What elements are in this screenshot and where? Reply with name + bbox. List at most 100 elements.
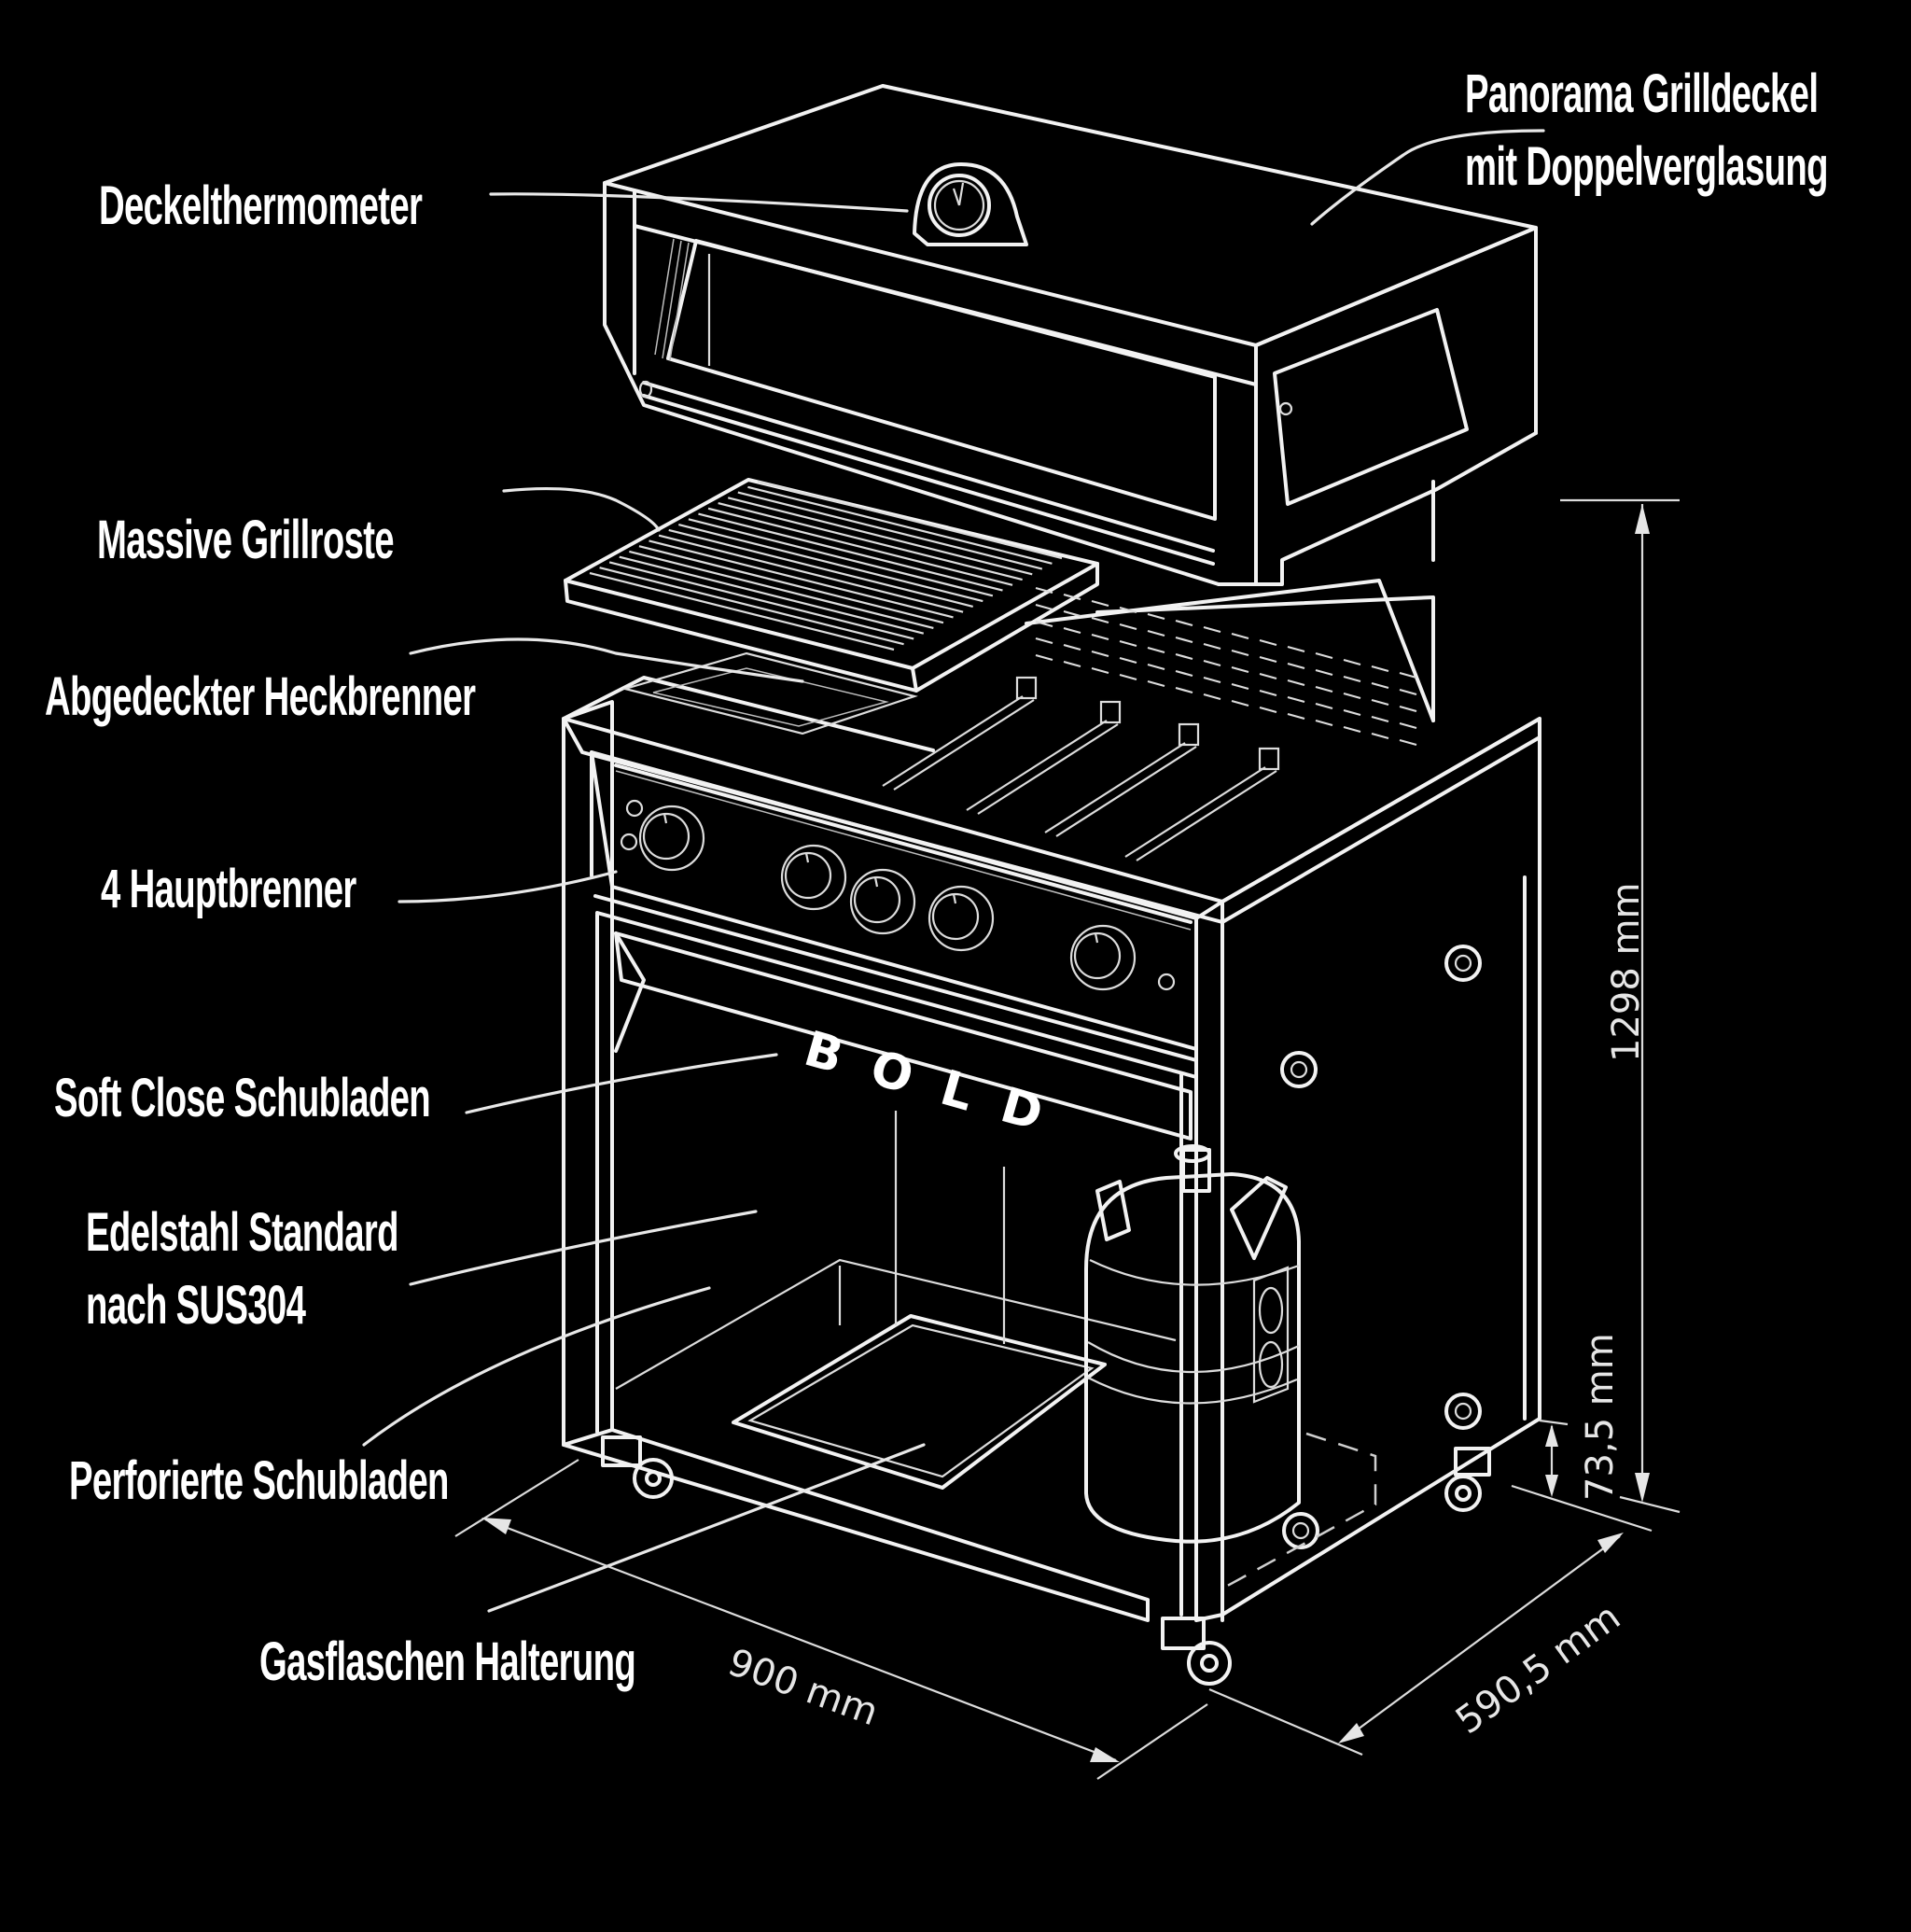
rear-slot xyxy=(1343,725,1361,734)
rear-slot xyxy=(1175,619,1193,627)
knob-pointer xyxy=(663,813,668,824)
callout-perforierte-schubladen: Perforierte Schubladen xyxy=(69,1450,449,1511)
grate-bar xyxy=(757,480,1063,560)
rear-slot xyxy=(1147,679,1165,688)
leader-deckelthermometer xyxy=(489,192,909,213)
rear-slot xyxy=(1147,612,1165,621)
rear-slot xyxy=(1035,637,1053,645)
burner-tube xyxy=(977,723,1119,815)
rear-slot xyxy=(1259,655,1277,664)
callout-panorama-line2: mit Doppelverglasung xyxy=(1465,136,1828,197)
grate-bar xyxy=(747,485,1053,565)
grate-bar xyxy=(608,561,914,640)
rear-slot xyxy=(1371,715,1389,723)
burner-bracket xyxy=(1178,722,1200,747)
grate-bar xyxy=(619,555,925,635)
grate-bar xyxy=(707,507,1013,586)
rear-slot xyxy=(1287,679,1305,687)
rear-slot xyxy=(1119,673,1137,681)
knob-pointer xyxy=(1094,932,1099,944)
rear-slot xyxy=(1091,599,1109,608)
rear-slot xyxy=(1371,732,1389,740)
control-panel xyxy=(590,750,1198,1051)
burner-bracket xyxy=(1258,747,1280,771)
knob-face xyxy=(784,851,832,900)
rear-slot xyxy=(1399,671,1417,679)
panorama-lid xyxy=(603,84,1538,586)
knob-pointer xyxy=(873,876,879,888)
burner-tube xyxy=(1044,742,1186,833)
rear-slot xyxy=(1343,692,1361,700)
grate-bar xyxy=(658,534,964,613)
callout-edelstahl-line1: Edelstahl Standard xyxy=(86,1202,399,1263)
rear-slot xyxy=(1203,642,1221,651)
rear-slot xyxy=(1147,629,1165,637)
rear-slot xyxy=(1399,705,1417,713)
rear-slot xyxy=(1399,721,1417,730)
dimension-ground-clearance: 73,5 mm xyxy=(1579,1333,1622,1501)
callout-4-hauptbrenner: 4 Hauptbrenner xyxy=(101,859,356,919)
leader-grillroste xyxy=(502,486,661,532)
rear-slot xyxy=(1063,626,1081,635)
knob-pointer xyxy=(804,852,810,863)
callout-soft-close-schubladen: Soft Close Schubladen xyxy=(54,1068,431,1128)
rear-slot xyxy=(1399,688,1417,696)
burner-tube xyxy=(966,720,1108,811)
burner-tube xyxy=(1124,766,1266,858)
rear-slot xyxy=(1091,616,1109,624)
rear-slot xyxy=(1315,702,1333,710)
rear-slot xyxy=(1231,665,1249,674)
rear-slot xyxy=(1119,623,1137,631)
burner-knob-icon xyxy=(928,885,995,952)
rear-slot xyxy=(1063,609,1081,618)
rear-slot xyxy=(1175,686,1193,694)
rear-slot xyxy=(1231,632,1249,640)
knob-face xyxy=(853,875,901,924)
callout-edelstahl-line2: nach SUS304 xyxy=(86,1275,306,1336)
rear-slot xyxy=(1175,636,1193,644)
grate-bar xyxy=(599,567,904,646)
rear-slot xyxy=(1259,672,1277,680)
rear-slot xyxy=(1119,656,1137,665)
gas-bottle-icon xyxy=(1084,1144,1377,1590)
leader-soft-close xyxy=(465,1053,778,1114)
rear-slot xyxy=(1371,698,1389,707)
rear-slot xyxy=(1231,649,1249,657)
rear-slot xyxy=(1315,719,1333,727)
rear-slot xyxy=(1091,666,1109,675)
casters xyxy=(601,1435,1491,1686)
burner-knob-icon xyxy=(780,844,847,911)
rear-slot xyxy=(1203,659,1221,667)
rear-slot xyxy=(1287,712,1305,721)
dimension-lines xyxy=(454,498,1681,1780)
leader-panorama xyxy=(1310,129,1545,226)
rear-slot xyxy=(1287,695,1305,704)
burner-knob-icon xyxy=(1069,924,1137,991)
grill-grate xyxy=(564,478,1099,693)
grate-bar xyxy=(698,512,1003,592)
rear-slot xyxy=(1371,665,1389,673)
callout-panorama-line1: Panorama Grilldeckel xyxy=(1465,63,1819,124)
rear-slot xyxy=(1063,660,1081,668)
rear-slot xyxy=(1259,689,1277,697)
leader-edelstahl xyxy=(409,1210,758,1286)
callout-gasflaschen-halterung: Gasflaschen Halterung xyxy=(259,1631,636,1692)
rear-slot xyxy=(1091,633,1109,641)
rear-slot xyxy=(1203,625,1221,634)
rear-slot xyxy=(1203,676,1221,684)
rear-slot xyxy=(1399,738,1417,747)
grate-bar xyxy=(718,501,1023,581)
grate-bar xyxy=(668,528,973,608)
drawer xyxy=(593,894,1198,1141)
leader-gasflaschen xyxy=(487,1443,926,1613)
rear-slot xyxy=(1371,681,1389,690)
rear-slot xyxy=(1063,593,1081,601)
callout-massive-grillroste: Massive Grillroste xyxy=(97,510,395,570)
rear-slot xyxy=(1119,606,1137,614)
knob-face xyxy=(1073,931,1122,980)
rear-slot xyxy=(1063,643,1081,651)
grate-bar xyxy=(629,550,934,630)
lid-thermometer-icon xyxy=(913,162,1028,246)
rear-slot xyxy=(1343,658,1361,666)
